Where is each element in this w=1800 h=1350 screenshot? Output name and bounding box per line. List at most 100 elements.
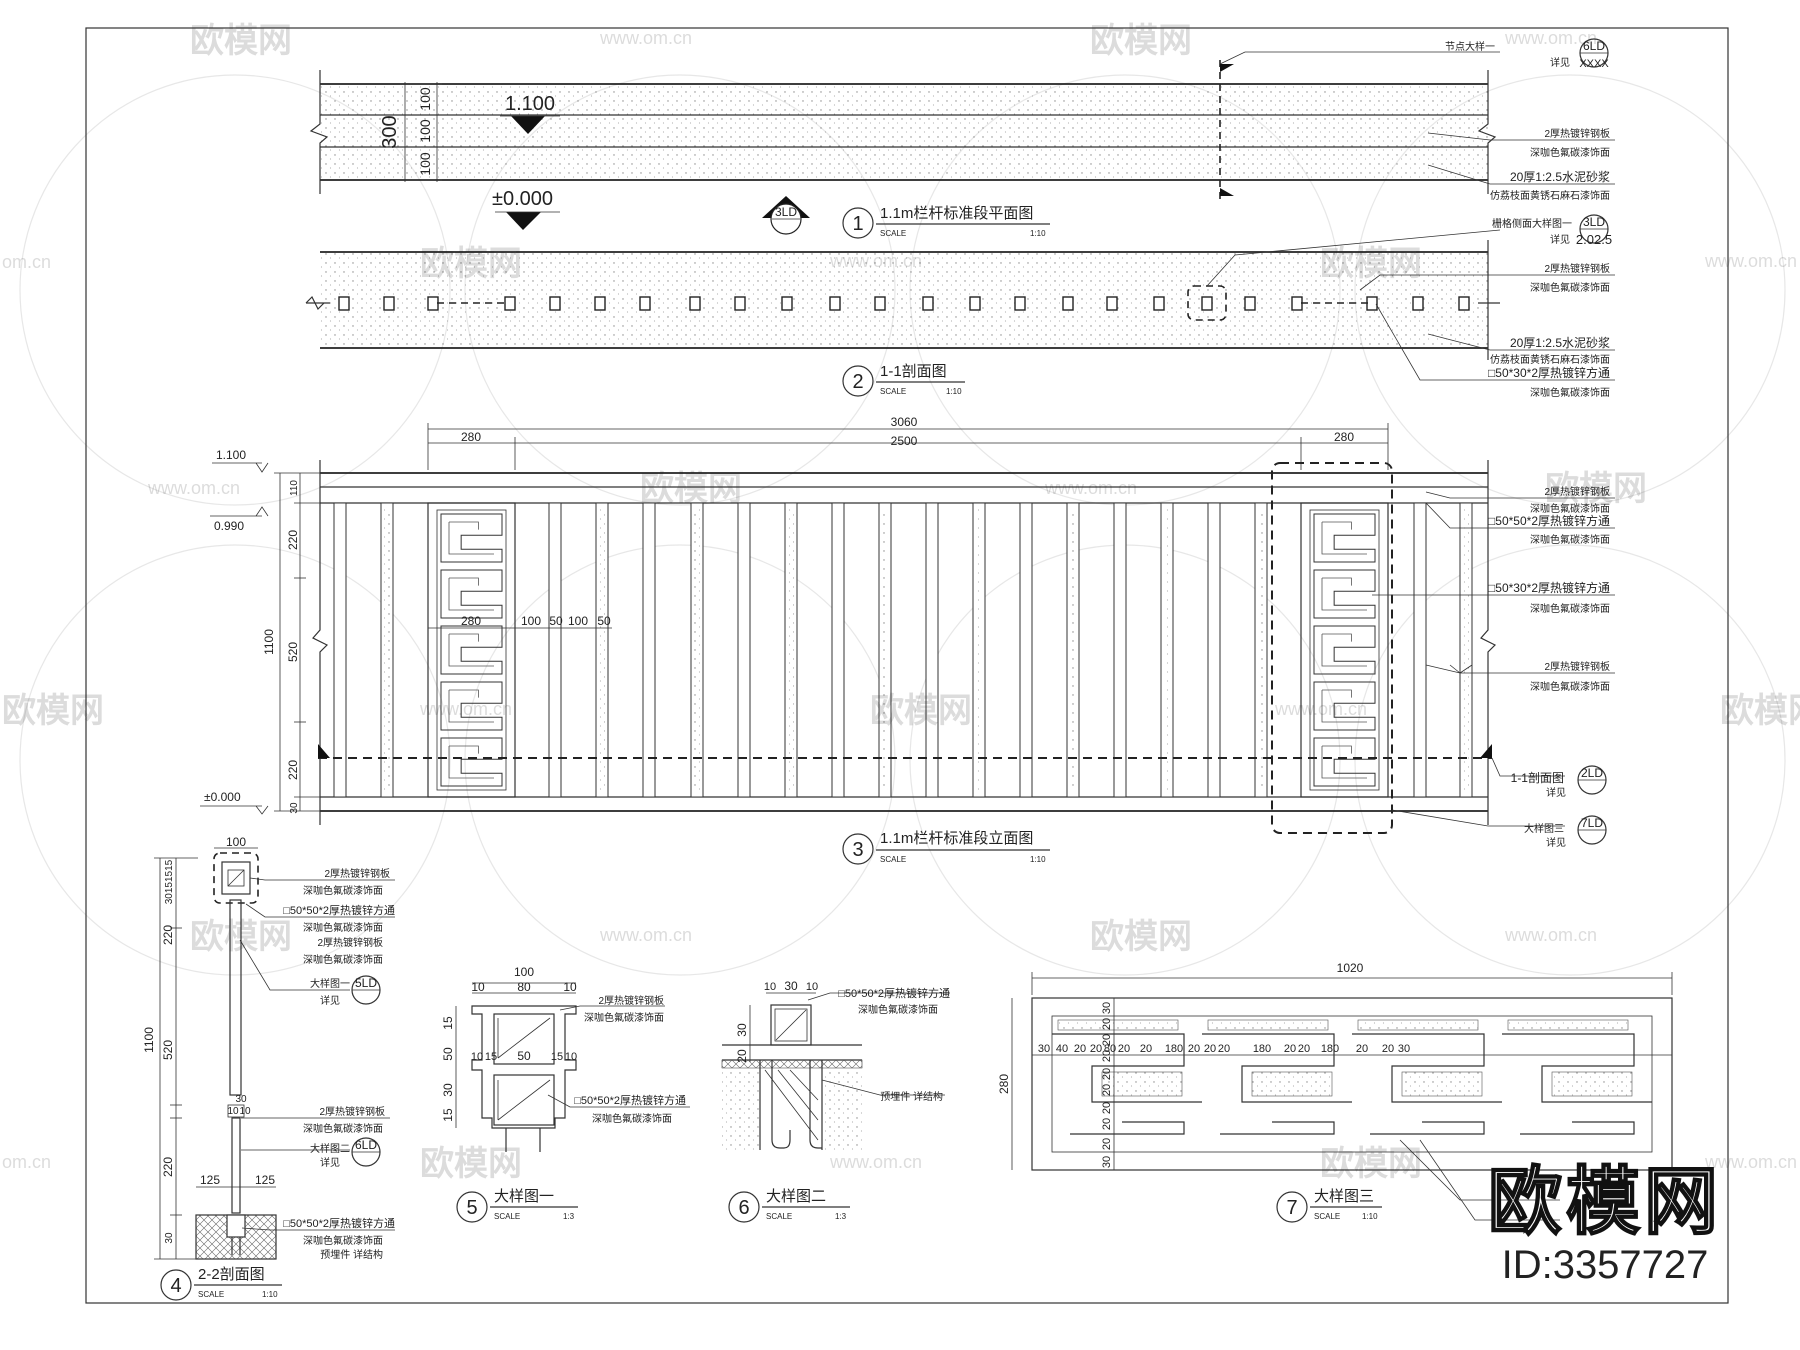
baluster-infill xyxy=(694,508,700,792)
section11-note1-ref2: 2.02.5 xyxy=(1576,232,1612,247)
section-1-1-posts xyxy=(338,296,1470,311)
plan-section-ref: 3LD xyxy=(775,205,797,219)
section11-note3-line2: 仿荔枝面黄锈石麻石漆饰面 xyxy=(1490,353,1610,366)
watermark-brand: 欧模网 xyxy=(190,22,292,60)
detail3-row-dim: 30 xyxy=(1398,1043,1410,1055)
section22-note2-line1: □50*50*2厚热镀锌方通 xyxy=(283,903,395,917)
baluster-infill xyxy=(1164,508,1170,792)
fret-motif-inner xyxy=(448,521,494,555)
elevation-note2-line2: 深咖色氟碳漆饰面 xyxy=(1530,533,1610,546)
baluster xyxy=(1019,502,1033,798)
elevation-vdim-3: 520 xyxy=(286,642,300,662)
section11-title: 1-1剖面图 xyxy=(880,363,947,380)
baluster xyxy=(1413,502,1427,798)
baluster xyxy=(1113,502,1127,798)
elevation-view: 3060 280 2500 280 280 100 50 100 50 xyxy=(200,415,1615,865)
section11-note1-line2: 详见 xyxy=(1550,233,1570,246)
watermark-brand: 欧模网 xyxy=(1320,1145,1422,1183)
post-section xyxy=(338,296,350,311)
detail1-dim-mid-2: 15 xyxy=(485,1051,497,1063)
elevation-fret-panel-left xyxy=(440,513,503,787)
watermark-site: www.om.cn xyxy=(1274,699,1367,719)
section11-title-number: 2 xyxy=(852,371,863,393)
section11-note1-line1: 栅格侧面大样图一 xyxy=(1492,217,1572,230)
detail2-dim-top-3: 10 xyxy=(806,981,818,993)
detail3-col-dim: 20 xyxy=(1101,1118,1113,1130)
detail3-row-dim: 40 xyxy=(1056,1043,1068,1055)
elevation-title-number: 3 xyxy=(852,839,863,861)
elevation-inner-dim-4: 100 xyxy=(568,614,588,628)
post-section xyxy=(1201,296,1213,311)
detail3-dim-height: 280 xyxy=(997,1074,1011,1094)
fret-motif xyxy=(440,681,503,731)
watermark-brand: 欧模网 xyxy=(1090,918,1192,956)
watermark-site: www.om.cn xyxy=(1704,1152,1797,1172)
plan-note3-line2: 仿荔枝面黄锈石麻石漆饰面 xyxy=(1490,189,1610,202)
post-section xyxy=(594,296,606,311)
post-section xyxy=(549,296,561,311)
fret-motif xyxy=(440,625,503,675)
elevation-vdim-4: 220 xyxy=(286,760,300,780)
baluster xyxy=(333,502,347,798)
detail2-dim-left-1: 30 xyxy=(735,1023,749,1037)
fret-motif-inner xyxy=(1321,633,1367,667)
detail1-dim-mid-3: 50 xyxy=(517,1049,531,1063)
fret-motif-inner xyxy=(448,689,494,723)
fret-motif xyxy=(440,513,503,563)
elevation-inner-dim-3: 50 xyxy=(549,614,563,628)
section22-scale: 1:10 xyxy=(262,1290,278,1299)
watermark-site: www.om.cn xyxy=(1504,925,1597,945)
detail3-row-dim: 180 xyxy=(1165,1043,1183,1055)
post-section xyxy=(734,296,746,311)
plan-note3-line1: 20厚1:2.5水泥砂浆 xyxy=(1510,169,1610,184)
watermark-site: www.om.cn xyxy=(1504,28,1597,48)
post-section xyxy=(689,296,701,311)
detail2-dim-top-1: 10 xyxy=(764,981,776,993)
sheet-border xyxy=(85,27,1729,1304)
detail3-row-dim: 20 xyxy=(1074,1043,1086,1055)
post-section xyxy=(969,296,981,311)
fret-motif xyxy=(1313,625,1376,675)
watermark-text-layer: 欧模网 www.om.cn 欧模网 www.om.cn om.cn 欧模网 ww… xyxy=(2,22,1800,1183)
elevation-scale: 1:10 xyxy=(1030,855,1046,864)
fret-motif xyxy=(1313,681,1376,731)
fret-wide-fill xyxy=(1357,1019,1479,1031)
post-section xyxy=(639,296,651,311)
fret-motif-inner xyxy=(1321,745,1367,779)
watermark-site: www.om.cn xyxy=(147,478,240,498)
fret-wide-line xyxy=(1070,1121,1185,1135)
section22-scale-word: SCALE xyxy=(198,1290,224,1299)
fret-wide-line xyxy=(1052,1033,1202,1103)
section22-note5-line1: 2厚热镀锌钢板 xyxy=(319,1105,385,1118)
section22-vdim-c: 30 xyxy=(235,1094,247,1105)
elevation-note1-line2: 深咖色氟碳漆饰面 xyxy=(1530,502,1610,515)
post-section xyxy=(1366,296,1378,311)
watermark-brand: 欧模网 xyxy=(190,918,292,956)
section-2-2-view: 100 30151515 1100 220 520 30 220 30 10 1… xyxy=(142,835,395,1301)
elevation-dim-overall: 3060 xyxy=(891,415,918,429)
detail3-title: 大样图三 xyxy=(1314,1188,1374,1205)
fret-wide-fill xyxy=(1401,1071,1483,1097)
fret-motif-inner xyxy=(448,745,494,779)
detail3-row-dim: 20 xyxy=(1284,1043,1296,1055)
plan-note1-line2: 详见 xyxy=(1550,56,1570,69)
detail1-dim-left-4: 15 xyxy=(441,1108,455,1122)
section22-note3-line2: 深咖色氟碳漆饰面 xyxy=(303,953,383,966)
detail1-note2-line2: 深咖色氟碳漆饰面 xyxy=(592,1112,672,1125)
detail1-scale-word: SCALE xyxy=(494,1212,520,1221)
plan-note1-line1: 节点大样一 xyxy=(1445,40,1495,53)
section11-note3-line1: 20厚1:2.5水泥砂浆 xyxy=(1510,335,1610,350)
section22-note7-line3: 预埋件 详结构 xyxy=(320,1248,383,1261)
plan-title-number: 1 xyxy=(852,213,863,235)
watermark-site: www.om.cn xyxy=(1704,251,1797,271)
detail3-col-dim: 20 xyxy=(1101,1084,1113,1096)
detail1-dim-left-3: 30 xyxy=(441,1083,455,1097)
watermark-site: www.om.cn xyxy=(829,1152,922,1172)
fret-wide-line xyxy=(1520,1121,1635,1135)
elevation-dim-right: 280 xyxy=(1334,430,1354,444)
detail1-dim-mid-1: 10 xyxy=(471,1051,483,1063)
watermark-site: www.om.cn xyxy=(419,699,512,719)
elevation-note4-line2: 深咖色氟碳漆饰面 xyxy=(1530,680,1610,693)
section11-scale: 1:10 xyxy=(946,387,962,396)
